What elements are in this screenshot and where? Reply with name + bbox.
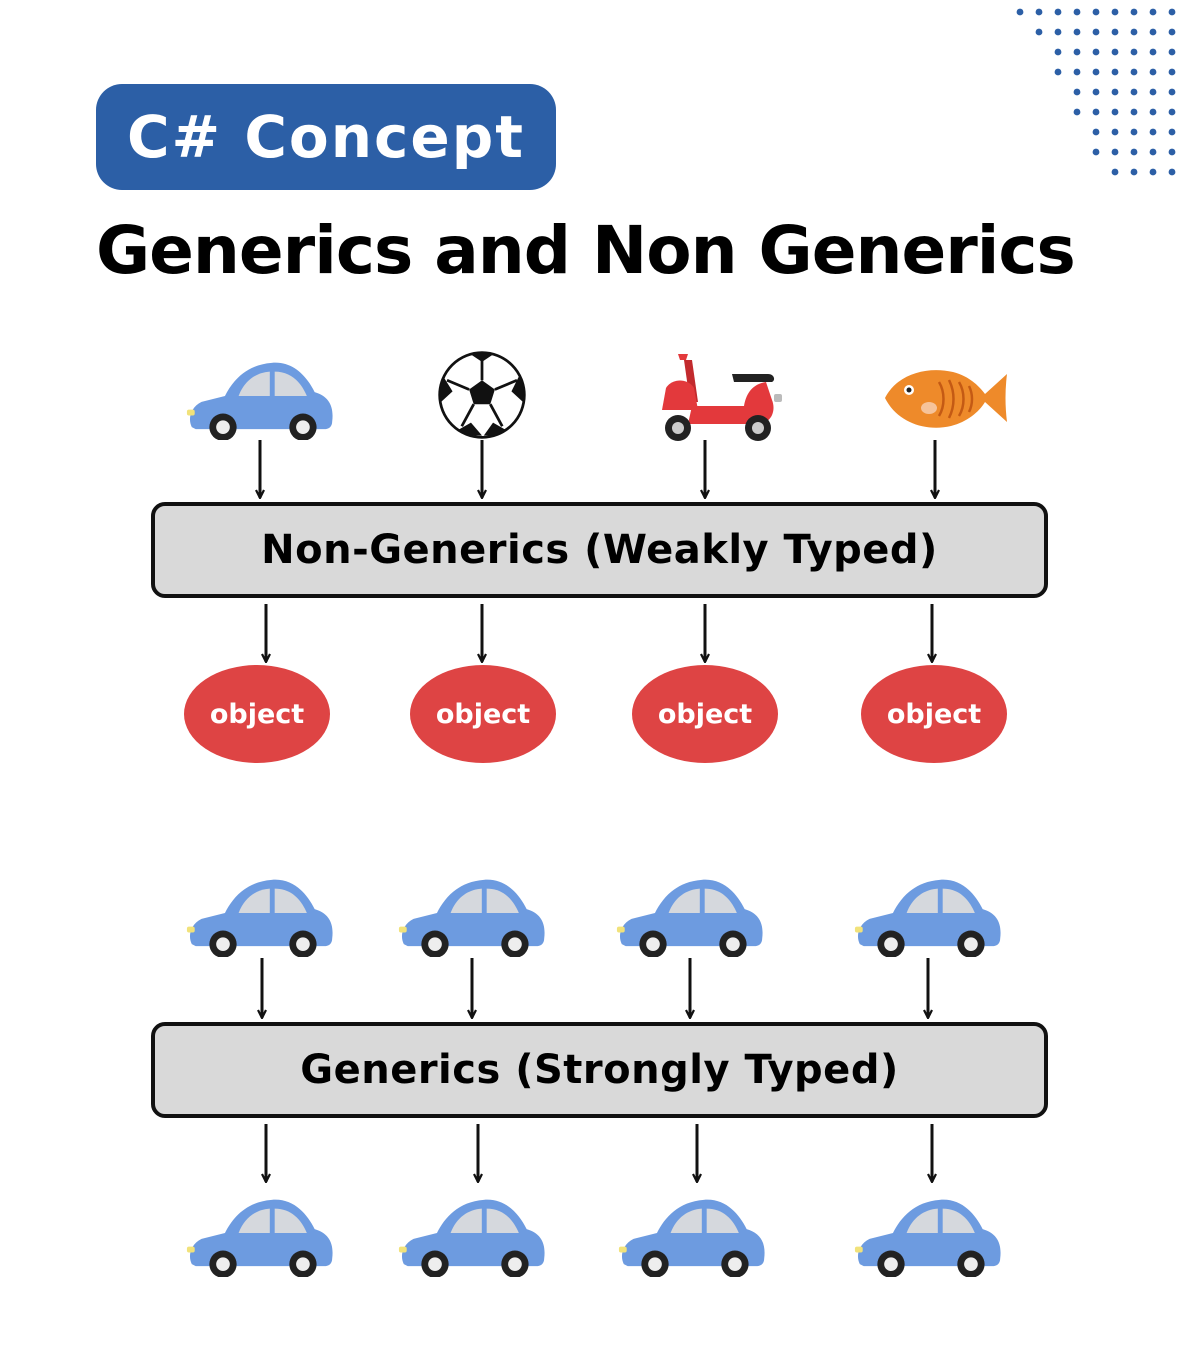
car-icon [398, 879, 545, 957]
decorative-dot [1168, 28, 1176, 36]
decorative-dot [1168, 88, 1176, 96]
decorative-dot [1130, 88, 1138, 96]
decorative-dot [1149, 48, 1157, 56]
decorative-dot [1130, 148, 1138, 156]
decorative-dot [1092, 128, 1100, 136]
car-icon [186, 362, 333, 440]
decorative-dot [1092, 148, 1100, 156]
decorative-dot [1035, 28, 1043, 36]
decorative-dot [1168, 168, 1176, 176]
fish-icon [883, 368, 1009, 429]
decorative-dot [1149, 88, 1157, 96]
decorative-dot [1054, 8, 1062, 16]
decorative-dot [1016, 8, 1024, 16]
car-icon [616, 879, 763, 957]
decorative-dot [1111, 168, 1119, 176]
decorative-dot [1168, 128, 1176, 136]
concept-badge: C# Concept [96, 84, 556, 190]
decorative-dot [1130, 108, 1138, 116]
decorative-dot [1149, 8, 1157, 16]
soccer-ball-icon [438, 351, 526, 439]
decorative-dot [1111, 88, 1119, 96]
object-node: object [861, 665, 1007, 763]
decorative-dot [1073, 88, 1081, 96]
decorative-dot [1168, 48, 1176, 56]
decorative-dot [1111, 8, 1119, 16]
decorative-dot [1130, 168, 1138, 176]
decorative-dot [1073, 108, 1081, 116]
decorative-dot [1130, 128, 1138, 136]
decorative-dot [1130, 48, 1138, 56]
decorative-dot [1168, 148, 1176, 156]
decorative-dot [1111, 48, 1119, 56]
decorative-dot [1092, 8, 1100, 16]
decorative-dot [1092, 68, 1100, 76]
object-node: object [410, 665, 556, 763]
decorative-dot [1111, 128, 1119, 136]
decorative-dot [1054, 28, 1062, 36]
decorative-dot [1149, 128, 1157, 136]
object-node: object [632, 665, 778, 763]
decorative-dot [1111, 28, 1119, 36]
generics-panel: Generics (Strongly Typed) [151, 1022, 1048, 1118]
decorative-dot [1092, 88, 1100, 96]
scooter-icon [662, 354, 782, 441]
decorative-dot [1149, 168, 1157, 176]
decorative-dot [1073, 28, 1081, 36]
decorative-dot [1073, 8, 1081, 16]
decorative-dot [1168, 8, 1176, 16]
decorative-dot [1092, 108, 1100, 116]
decorative-dot [1035, 8, 1043, 16]
page-title: Generics and Non Generics [96, 212, 1076, 289]
car-icon [854, 1199, 1001, 1277]
decorative-dot [1111, 108, 1119, 116]
decorative-dot [1073, 68, 1081, 76]
decorative-dot [1168, 108, 1176, 116]
decorative-dot [1168, 68, 1176, 76]
decorative-dot [1130, 68, 1138, 76]
car-icon [186, 1199, 333, 1277]
non-generics-panel: Non-Generics (Weakly Typed) [151, 502, 1048, 598]
car-icon [854, 879, 1001, 957]
decorative-dot [1054, 68, 1062, 76]
decorative-dot [1111, 68, 1119, 76]
decorative-dot-pattern [1016, 8, 1176, 176]
object-node: object [184, 665, 330, 763]
decorative-dot [1092, 28, 1100, 36]
decorative-dot [1054, 48, 1062, 56]
decorative-dot [1149, 108, 1157, 116]
decorative-dot [1130, 8, 1138, 16]
decorative-dot [1149, 68, 1157, 76]
car-icon [186, 879, 333, 957]
car-icon [618, 1199, 765, 1277]
decorative-dot [1130, 28, 1138, 36]
car-icon [398, 1199, 545, 1277]
decorative-dot [1111, 148, 1119, 156]
decorative-dot [1149, 148, 1157, 156]
decorative-dot [1073, 48, 1081, 56]
decorative-dot [1149, 28, 1157, 36]
decorative-dot [1092, 48, 1100, 56]
